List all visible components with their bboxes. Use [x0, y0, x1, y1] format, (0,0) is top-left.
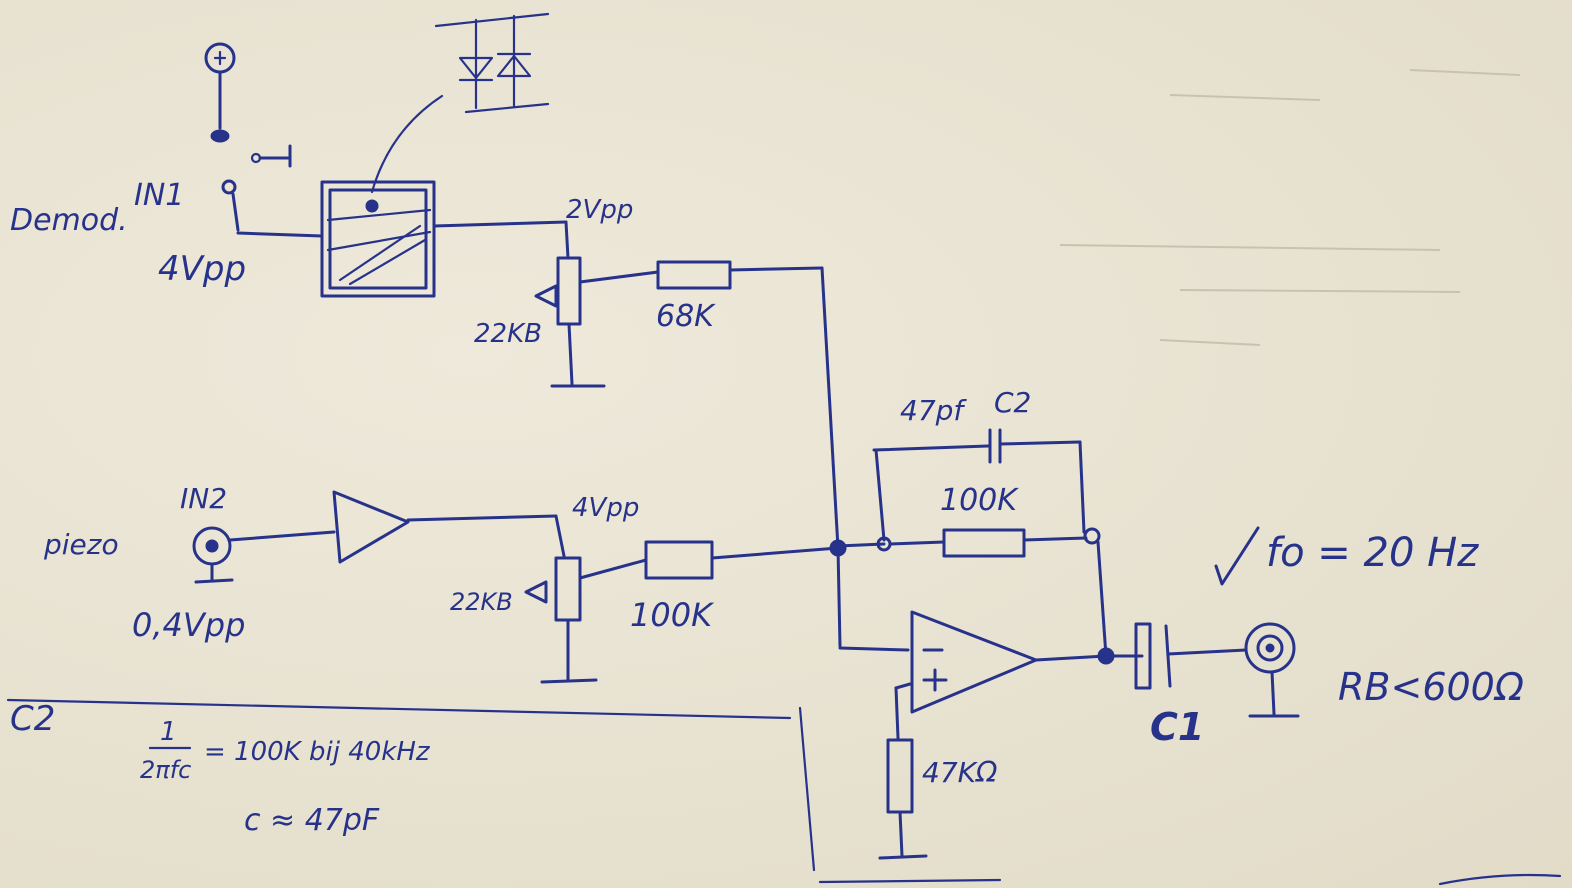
resistor-100k-feedback-icon [942, 528, 1026, 558]
note-formula-numerator: 1 [160, 717, 177, 747]
note-title: C2 [10, 699, 55, 739]
cutoff-label: fo = 20 Hz [1266, 530, 1479, 576]
output-cap-label: C1 [1150, 705, 1204, 749]
opamp-stage [829, 428, 1300, 860]
bias-resistor-label: 47KΩ [922, 756, 998, 789]
output-connector-icon [1244, 622, 1296, 674]
in1-connector-icon [221, 179, 237, 195]
in2-branch [192, 490, 840, 684]
note-formula-rhs: = 100K bij 40kHz [204, 737, 431, 767]
note-result: c ≈ 47pF [244, 803, 380, 838]
resistor-68k-icon [656, 260, 732, 290]
in1-branch [204, 12, 840, 550]
load-label: RB<600Ω [1338, 665, 1524, 709]
ground-symbol-icon [540, 678, 598, 684]
in2-label: IN2 [180, 482, 227, 515]
resistor-68k-label: 68K [656, 299, 716, 334]
diode-pair-icon [434, 12, 550, 114]
pot1-label: 22KB [474, 319, 542, 349]
note-formula-denominator: 2πfc [140, 756, 191, 784]
in2-source-label: piezo [43, 528, 119, 561]
switch-pivot-icon [210, 129, 230, 143]
resistor-100k-input-icon [644, 540, 714, 580]
labels: Demod. IN1 4Vpp 2Vpp 22KB 68K IN2 piezo … [10, 178, 1524, 838]
buffer-amplifier-icon [332, 490, 410, 564]
in1-source-label: Demod. [10, 203, 128, 238]
feedback-resistor-label: 100K [940, 483, 1019, 518]
opamp-icon [910, 610, 1038, 714]
node2-level-label: 4Vpp [572, 493, 639, 523]
pot1-icon [556, 256, 582, 326]
resistor-47k-icon [886, 738, 914, 814]
feedback-cap-value-label: 47pf [900, 394, 967, 427]
check-mark-icon [1214, 526, 1260, 586]
output-capacitor-c1-icon [1134, 622, 1152, 690]
resistor-100k-input-label: 100K [630, 596, 715, 634]
note-dividers [6, 698, 1562, 886]
bleed-through-marks [1059, 69, 1521, 346]
feedback-cap-name-label: C2 [994, 386, 1031, 419]
node1-level-label: 2Vpp [566, 195, 633, 225]
in2-level-label: 0,4Vpp [132, 606, 245, 644]
pot2-icon [554, 556, 582, 622]
in1-label: IN1 [134, 178, 184, 213]
in1-level-label: 4Vpp [158, 249, 246, 289]
pot2-label: 22KB [450, 588, 513, 616]
relay-block-icon [320, 180, 436, 298]
ground-symbol-icon [878, 854, 928, 860]
